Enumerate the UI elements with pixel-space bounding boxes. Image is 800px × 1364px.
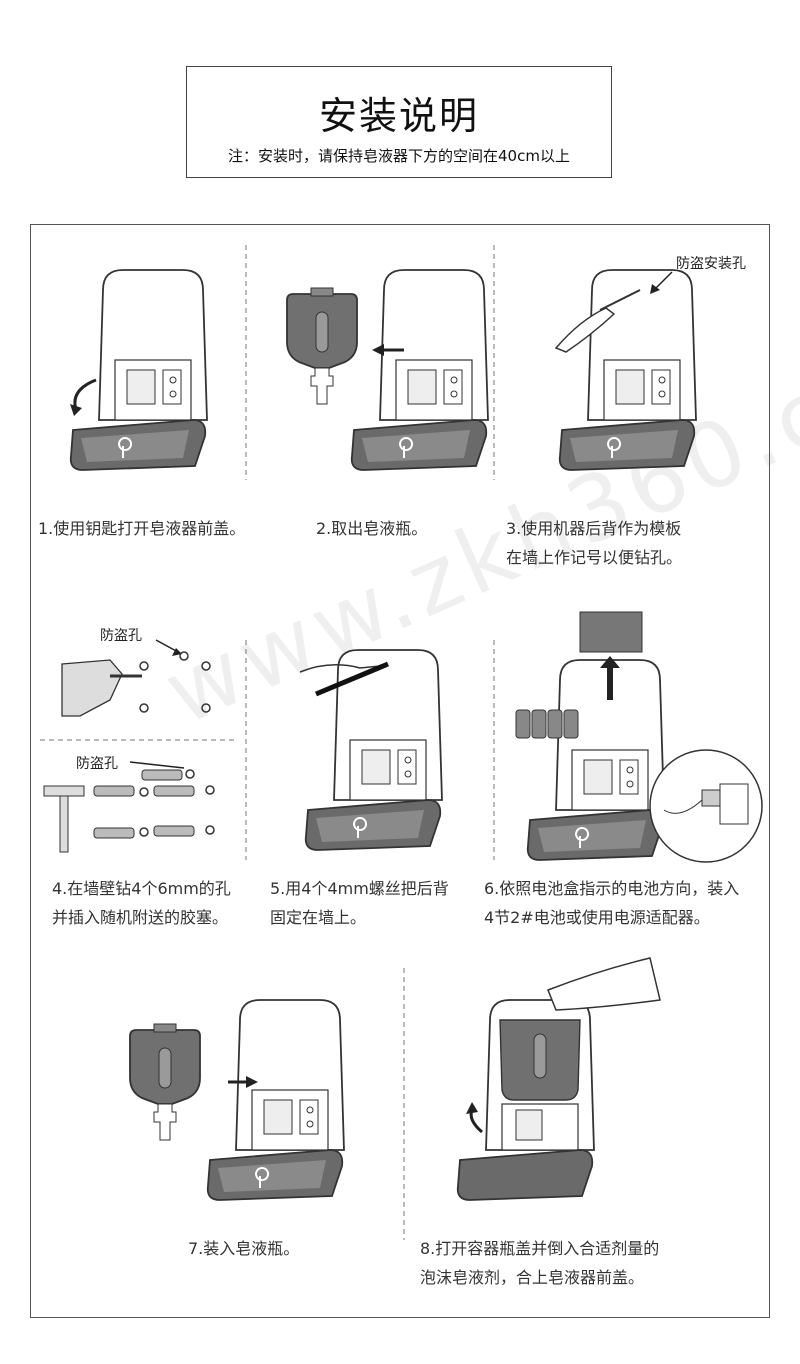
- label-anti-theft-hole-b: 防盗孔: [76, 756, 118, 772]
- step-5-line-2: 固定在墙上。: [270, 908, 367, 927]
- step-6-caption: 6.依照电池盒指示的电池方向，装入 4节2#电池或使用电源适配器。: [484, 874, 739, 932]
- step-7-line-1: 7.装入皂液瓶。: [188, 1239, 300, 1258]
- installation-note: 注：安装时，请保持皂液器下方的空间在40cm以上: [228, 147, 570, 165]
- page-title: 安装说明: [318, 94, 479, 138]
- step-2-line-1: 2.取出皂液瓶。: [316, 519, 428, 538]
- step-6-line-2: 4节2#电池或使用电源适配器。: [484, 908, 710, 927]
- title-box: 安装说明 注：安装时，请保持皂液器下方的空间在40cm以上: [186, 66, 612, 178]
- step-5-caption: 5.用4个4mm螺丝把后背 固定在墙上。: [270, 874, 449, 932]
- step-8-caption: 8.打开容器瓶盖并倒入合适剂量的 泡沫皂液剂，合上皂液器前盖。: [420, 1234, 659, 1292]
- step-2-caption: 2.取出皂液瓶。: [316, 514, 427, 543]
- step-8-line-1: 8.打开容器瓶盖并倒入合适剂量的: [420, 1239, 660, 1258]
- step-6-line-1: 6.依照电池盒指示的电池方向，装入: [484, 879, 740, 898]
- step-3-caption: 3.使用机器后背作为模板 在墙上作记号以便钻孔。: [506, 514, 682, 572]
- label-anti-theft-hole-a: 防盗孔: [100, 628, 142, 644]
- step-4-line-2: 并插入随机附送的胶塞。: [52, 908, 229, 927]
- step-4-line-1: 4.在墙壁钻4个6mm的孔: [52, 879, 231, 898]
- step-4-caption: 4.在墙壁钻4个6mm的孔 并插入随机附送的胶塞。: [52, 874, 231, 932]
- step-1-line-1: 1.使用钥匙打开皂液器前盖。: [38, 519, 246, 538]
- step-5-line-1: 5.用4个4mm螺丝把后背: [270, 879, 449, 898]
- step-1-caption: 1.使用钥匙打开皂液器前盖。: [38, 514, 245, 543]
- label-anti-theft-install-hole: 防盗安装孔: [676, 256, 746, 272]
- step-3-line-1: 3.使用机器后背作为模板: [506, 519, 682, 538]
- step-8-line-2: 泡沫皂液剂，合上皂液器前盖。: [420, 1268, 645, 1287]
- instructions-frame: [30, 224, 770, 1318]
- step-3-line-2: 在墙上作记号以便钻孔。: [506, 548, 683, 567]
- step-7-caption: 7.装入皂液瓶。: [188, 1234, 299, 1263]
